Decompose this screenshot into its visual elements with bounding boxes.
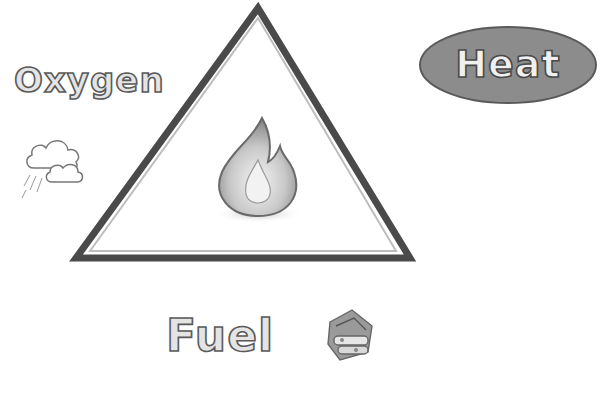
- triangle: [76, 8, 410, 258]
- heat-text: Heat: [455, 44, 560, 86]
- flame: [219, 118, 296, 216]
- cloud-icon: [22, 141, 83, 198]
- oxygen-label: Oxygen: [14, 62, 165, 99]
- triangle-inner: [90, 18, 396, 251]
- heat-ellipse: Heat: [418, 25, 598, 105]
- flame-core: [246, 160, 271, 203]
- wood-icon: [328, 310, 372, 360]
- fuel-label: Fuel: [166, 312, 274, 360]
